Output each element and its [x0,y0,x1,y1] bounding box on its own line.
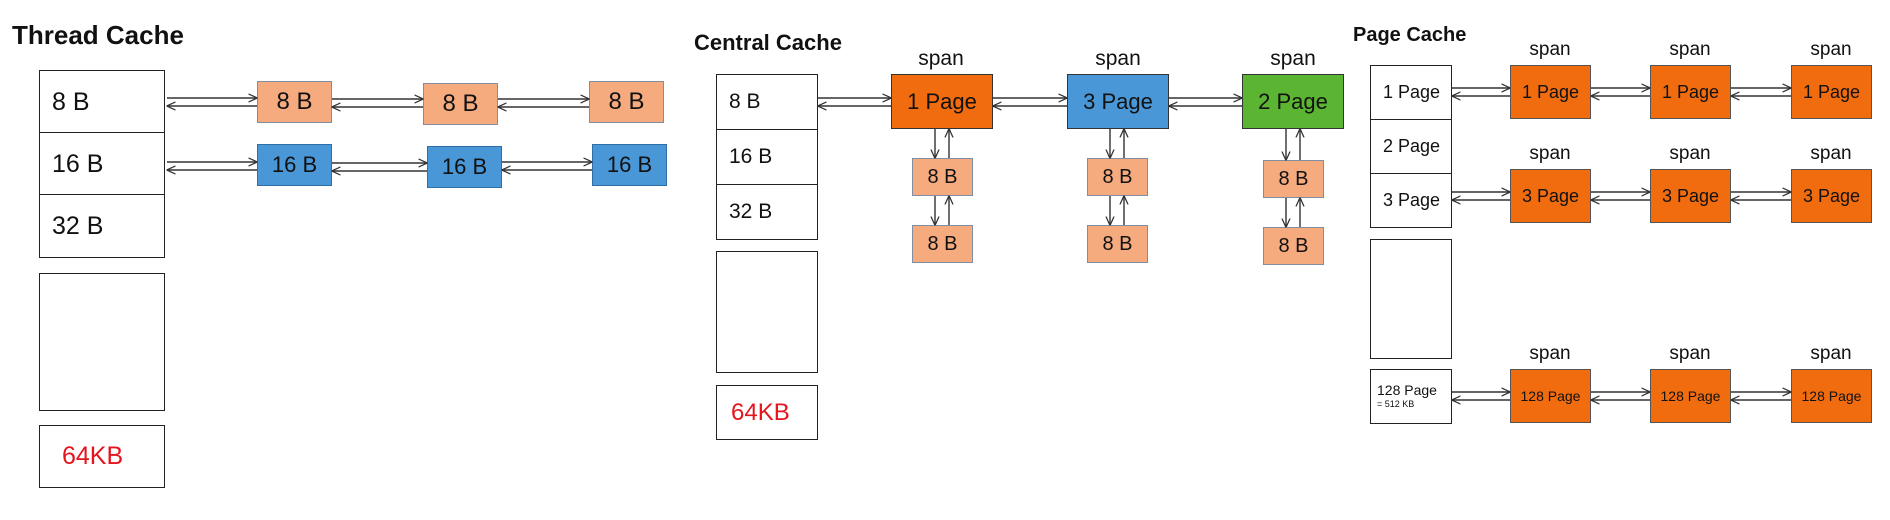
page-cache-title: Page Cache [1353,24,1467,46]
thread-cache-title: Thread Cache [12,20,184,50]
thread-list-16b-node-3: 16 B [592,144,667,186]
central-span-1-block: 1 Page [891,74,993,129]
page-cache-row-1page: 1 Page [1370,65,1452,120]
page-cache-empty-slot [1370,239,1452,359]
thread-cache-row-32b: 32 B [39,194,165,258]
page-span-label-3-3: span [1810,343,1852,364]
central-span-3-block: 2 Page [1242,74,1344,129]
linked-list-arrows [167,88,1791,400]
thread-list-16b-node-2: 16 B [427,146,502,188]
page-span-label-1-1: span [1529,39,1571,60]
page-list-128page-node-2: 128 Page [1650,369,1731,423]
central-span-label-1: span [918,47,964,70]
page-list-3page-node-1: 3 Page [1510,169,1591,223]
page-list-128page-node-1: 128 Page [1510,369,1591,423]
page-cache-128page-note: = 512 KB [1377,398,1415,409]
thread-cache-empty-slot [39,273,165,411]
page-span-label-3-1: span [1529,343,1571,364]
central-span-3-object-2: 8 B [1263,227,1324,265]
central-span-2-object-1: 8 B [1087,158,1148,196]
thread-cache-row-16b: 16 B [39,132,165,196]
thread-list-8b-node-3: 8 B [589,81,664,123]
central-span-2-object-2: 8 B [1087,225,1148,263]
central-cache-row-8b: 8 B [716,74,818,130]
thread-list-16b-node-1: 16 B [257,144,332,186]
page-span-label-1-3: span [1810,39,1852,60]
central-cache-empty-slot [716,251,818,373]
page-list-1page-node-1: 1 Page [1510,65,1591,119]
central-span-label-2: span [1095,47,1141,70]
page-span-label-3-2: span [1669,343,1711,364]
page-list-1page-node-2: 1 Page [1650,65,1731,119]
central-cache-title: Central Cache [694,30,842,55]
thread-list-8b-node-1: 8 B [257,81,332,123]
page-cache-128page-label: 128 Page [1377,382,1437,399]
page-span-label-2-1: span [1529,143,1571,164]
page-span-label-2-3: span [1810,143,1852,164]
page-span-label-1-2: span [1669,39,1711,60]
central-cache-row-64kb: 64KB [716,385,818,440]
page-cache-row-3page: 3 Page [1370,173,1452,228]
page-list-3page-node-2: 3 Page [1650,169,1731,223]
thread-list-8b-node-2: 8 B [423,83,498,125]
page-cache-row-128page: 128 Page = 512 KB [1370,369,1452,424]
central-span-1-object-1: 8 B [912,158,973,196]
thread-cache-row-8b: 8 B [39,70,165,134]
central-cache-row-32b: 32 B [716,184,818,240]
thread-cache-row-64kb: 64KB [39,425,165,488]
page-span-label-2-2: span [1669,143,1711,164]
central-cache-row-16b: 16 B [716,129,818,185]
central-span-3-object-1: 8 B [1263,160,1324,198]
page-list-1page-node-3: 1 Page [1791,65,1872,119]
page-cache-row-2page: 2 Page [1370,119,1452,174]
central-span-1-object-2: 8 B [912,225,973,263]
page-list-3page-node-3: 3 Page [1791,169,1872,223]
central-span-2-block: 3 Page [1067,74,1169,129]
page-list-128page-node-3: 128 Page [1791,369,1872,423]
central-span-label-3: span [1270,47,1316,70]
